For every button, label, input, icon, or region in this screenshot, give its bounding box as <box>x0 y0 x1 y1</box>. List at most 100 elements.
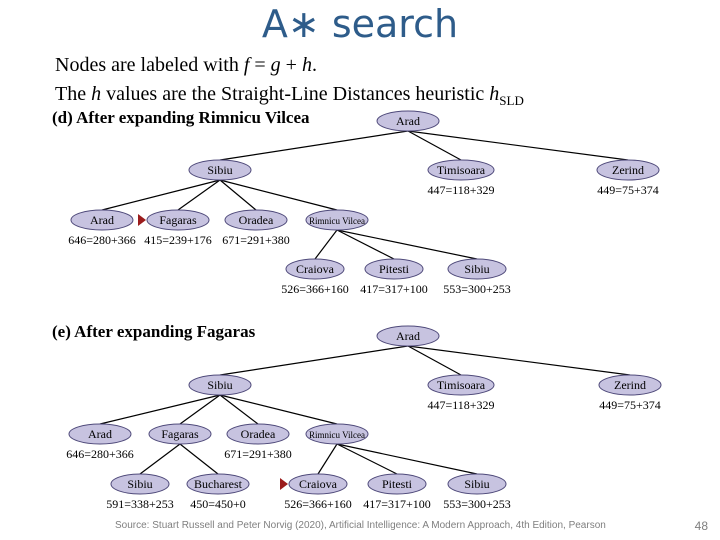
tree-edge <box>219 179 257 211</box>
tree-edge <box>101 179 221 211</box>
node-ellipse <box>376 110 440 132</box>
node-cost-label: 449=75+374 <box>597 183 659 197</box>
node-cost-label: 450=450+0 <box>190 497 246 511</box>
intro-g: g <box>270 54 281 76</box>
intro-text: Nodes are labeled with <box>55 54 244 76</box>
node-ellipse <box>146 209 210 231</box>
selected-node-marker <box>280 478 288 490</box>
tree-node: Rimnicu Vilcea <box>305 423 369 445</box>
intro-f: f <box>243 54 250 76</box>
tree-node: Sibiu <box>188 159 252 181</box>
tree-node: Fagaras <box>148 423 212 445</box>
node-label: Pitesti <box>382 477 413 491</box>
node-cost-label: 553=300+253 <box>443 497 511 511</box>
node-label: Sibiu <box>207 163 232 177</box>
tree-edge <box>219 394 259 425</box>
node-ellipse <box>447 258 507 280</box>
intro-hsld: h <box>489 83 500 105</box>
intro-line-1: Nodes are labeled with f = g + h. <box>55 54 317 77</box>
node-label: Sibiu <box>127 477 152 491</box>
tree-edge <box>219 345 409 376</box>
node-label: Arad <box>88 427 112 441</box>
intro-h: h <box>301 54 312 76</box>
panel-label: (d) After expanding Rimnicu Vilcea <box>52 108 310 127</box>
intro-text: values are the Straight-Line Distances h… <box>101 83 490 105</box>
selected-node-marker <box>138 214 146 226</box>
tree-edge <box>99 394 221 425</box>
node-label: Timisoara <box>437 378 486 392</box>
node-label: Craiova <box>299 477 338 491</box>
tree-edge <box>407 345 631 376</box>
node-label: Zerind <box>614 378 646 392</box>
node-label: Arad <box>90 213 114 227</box>
tree-node: Bucharest 450=450+0 <box>186 473 250 511</box>
node-cost-label: 447=118+329 <box>427 398 494 412</box>
tree-edge <box>219 179 338 211</box>
node-ellipse <box>110 473 170 495</box>
intro-eq: = <box>249 54 271 76</box>
node-ellipse <box>367 473 427 495</box>
node-ellipse <box>598 374 662 396</box>
tree-edge <box>219 130 409 161</box>
node-ellipse <box>596 159 660 181</box>
node-label: Craiova <box>296 262 335 276</box>
tree-edge <box>177 179 221 211</box>
node-cost-label: 591=338+253 <box>106 497 174 511</box>
tree-edge <box>407 345 462 376</box>
node-cost-label: 671=291+380 <box>222 233 290 247</box>
node-ellipse <box>226 423 290 445</box>
node-cost-label: 449=75+374 <box>599 398 661 412</box>
tree-node: Arad <box>376 325 440 347</box>
tree-edge <box>317 443 338 475</box>
tree-node: Craiova 526=366+160 <box>280 473 352 511</box>
source-footer: Source: Stuart Russell and Peter Norvig … <box>115 520 606 531</box>
node-ellipse <box>427 159 495 181</box>
tree-node: Sibiu 591=338+253 <box>106 473 174 511</box>
node-ellipse <box>188 374 252 396</box>
node-label: Arad <box>396 114 420 128</box>
node-label: Sibiu <box>464 262 489 276</box>
slide-title: A∗ search <box>261 2 459 46</box>
node-ellipse <box>148 423 212 445</box>
tree-node: Sibiu 553=300+253 <box>443 473 511 511</box>
tree-node: Arad <box>376 110 440 132</box>
node-cost-label: 526=366+160 <box>284 497 352 511</box>
tree-edge <box>139 443 181 475</box>
page-number: 48 <box>694 519 708 533</box>
node-ellipse <box>427 374 495 396</box>
node-label: Arad <box>396 329 420 343</box>
tree-edge <box>407 130 462 161</box>
node-label: Rimnicu Vilcea <box>309 216 365 226</box>
tree-edge <box>314 229 338 260</box>
node-ellipse <box>70 209 134 231</box>
tree-node: Rimnicu Vilcea <box>305 209 369 231</box>
node-cost-label: 646=280+366 <box>68 233 136 247</box>
node-ellipse <box>288 473 348 495</box>
tree-edge <box>219 394 338 425</box>
node-label: Sibiu <box>464 477 489 491</box>
node-cost-label: 417=317+100 <box>360 282 428 296</box>
node-label: Oradea <box>241 427 276 441</box>
tree-node: Arad 646=280+366 <box>68 209 136 247</box>
node-ellipse <box>305 209 369 231</box>
node-ellipse <box>186 473 250 495</box>
node-label: Bucharest <box>194 477 243 491</box>
node-cost-label: 526=366+160 <box>281 282 349 296</box>
panel-label: (e) After expanding Fagaras <box>52 322 256 341</box>
intro-hsld-sub: SLD <box>499 93 524 108</box>
node-label: Sibiu <box>207 378 232 392</box>
node-ellipse <box>376 325 440 347</box>
node-ellipse <box>68 423 132 445</box>
node-ellipse <box>305 423 369 445</box>
intro-h: h <box>91 83 102 105</box>
node-cost-label: 415=239+176 <box>144 233 212 247</box>
tree-edge <box>336 443 398 475</box>
